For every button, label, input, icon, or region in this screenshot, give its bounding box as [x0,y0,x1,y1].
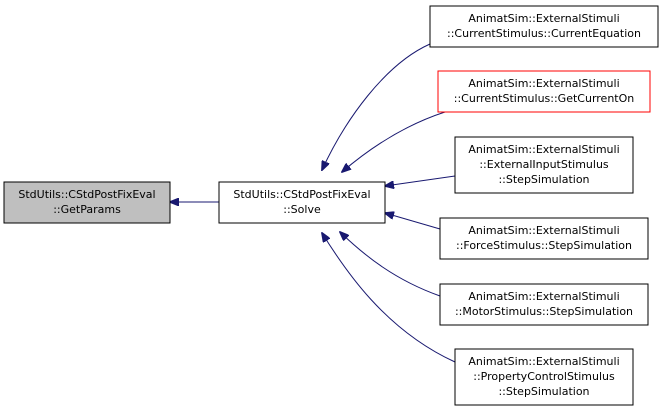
edge-motor-to-solve [340,232,441,297]
node-solve-line2: ::Solve [283,203,321,216]
edge-property-control-to-solve [322,233,456,363]
node-solve-line1: StdUtils::CStdPostFixEval [233,188,370,201]
node-property-control-step-line2: ::PropertyControlStimulus [473,370,615,383]
edge-force-to-solve [385,213,441,230]
node-property-control-step-line1: AnimatSim::ExternalStimuli [468,355,619,368]
node-property-control-step-line3: ::StepSimulation [498,385,589,398]
node-current-equation[interactable]: AnimatSim::ExternalStimuli ::CurrentStim… [429,5,659,48]
edges [170,43,456,363]
node-getparams[interactable]: StdUtils::CStdPostFixEval ::GetParams [3,181,171,224]
node-solve[interactable]: StdUtils::CStdPostFixEval ::Solve [218,181,386,224]
node-get-current-on[interactable]: AnimatSim::ExternalStimuli ::CurrentStim… [437,70,651,113]
node-get-current-on-line2: ::CurrentStimulus::GetCurrentOn [454,92,635,105]
edge-get-current-on-to-solve [342,111,446,172]
node-current-equation-line2: ::CurrentStimulus::CurrentEquation [447,27,641,40]
node-force-step[interactable]: AnimatSim::ExternalStimuli ::ForceStimul… [439,217,649,260]
node-getparams-line2: ::GetParams [53,203,121,216]
node-property-control-step[interactable]: AnimatSim::ExternalStimuli ::PropertyCon… [454,348,634,406]
node-current-equation-line1: AnimatSim::ExternalStimuli [468,12,619,25]
node-motor-step-line2: ::MotorStimulus::StepSimulation [455,305,633,318]
node-motor-step[interactable]: AnimatSim::ExternalStimuli ::MotorStimul… [439,283,649,326]
node-external-input-step-line1: AnimatSim::ExternalStimuli [468,143,619,156]
edge-current-equation-to-solve [322,43,431,170]
edge-external-input-to-solve [385,175,456,186]
node-external-input-step-line3: ::StepSimulation [498,173,589,186]
node-getparams-line1: StdUtils::CStdPostFixEval [18,188,155,201]
node-force-step-line1: AnimatSim::ExternalStimuli [468,224,619,237]
node-external-input-step-line2: ::ExternalInputStimulus [479,158,609,171]
node-motor-step-line1: AnimatSim::ExternalStimuli [468,290,619,303]
node-external-input-step[interactable]: AnimatSim::ExternalStimuli ::ExternalInp… [454,136,634,194]
node-get-current-on-line1: AnimatSim::ExternalStimuli [468,77,619,90]
node-force-step-line2: ::ForceStimulus::StepSimulation [456,239,632,252]
